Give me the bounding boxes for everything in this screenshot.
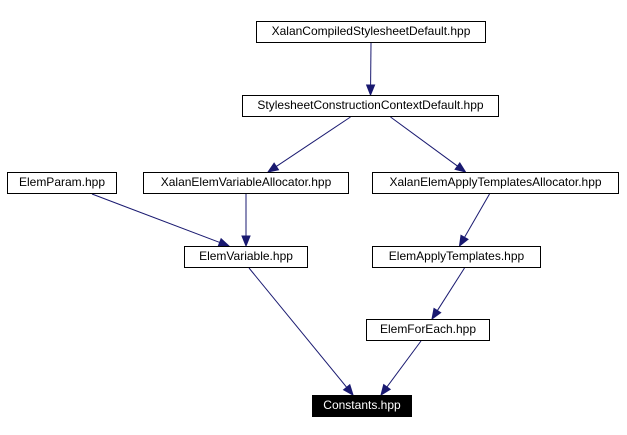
edge-elem_variable-to-constants (248, 267, 348, 388)
edge-arrowhead (380, 383, 392, 397)
edge-arrowhead (454, 162, 467, 173)
node-label: ElemVariable.hpp (199, 249, 293, 263)
node-xalan-elem-apply-templates-allocator[interactable]: XalanElemApplyTemplatesAllocator.hpp (372, 172, 619, 194)
node-label: XalanElemApplyTemplatesAllocator.hpp (389, 175, 602, 189)
edge-arrowhead (266, 162, 280, 173)
node-elem-for-each[interactable]: ElemForEach.hpp (366, 319, 490, 341)
node-elem-param[interactable]: ElemParam.hpp (7, 172, 117, 194)
node-xalan-elem-variable-allocator[interactable]: XalanElemVariableAllocator.hpp (143, 172, 349, 194)
edge-arrowhead (458, 234, 469, 248)
edge-arrowhead (365, 84, 376, 97)
node-elem-apply-templates[interactable]: ElemApplyTemplates.hpp (372, 246, 541, 268)
node-label: Constants.hpp (323, 398, 401, 412)
edge-arrowhead (431, 307, 442, 321)
node-label: XalanCompiledStylesheetDefault.hpp (271, 24, 471, 38)
edge-stylesheet_ctx-to-xalan_apply_alloc (390, 116, 458, 167)
node-label: ElemForEach.hpp (379, 322, 477, 336)
node-xalan-compiled-stylesheet-default[interactable]: XalanCompiledStylesheetDefault.hpp (256, 21, 486, 43)
edge-stylesheet_ctx-to-xalan_var_alloc (276, 116, 351, 167)
node-label: XalanElemVariableAllocator.hpp (160, 175, 332, 189)
node-elem-variable[interactable]: ElemVariable.hpp (184, 246, 308, 268)
node-constants: Constants.hpp (312, 395, 412, 417)
edge-xalan_apply_alloc-to-elem_apply (464, 193, 490, 238)
edge-elem_apply-to-elem_for_each (436, 267, 465, 311)
edge-elem_param-to-elem_variable (91, 193, 220, 243)
node-stylesheet-construction-context-default[interactable]: StylesheetConstructionContextDefault.hpp (242, 95, 499, 117)
node-label: StylesheetConstructionContextDefault.hpp (257, 98, 484, 112)
edge-arrowhead (241, 235, 251, 248)
edge-arrowhead (342, 383, 354, 397)
edge-elem_for_each-to-constants (386, 340, 422, 388)
node-label: ElemApplyTemplates.hpp (388, 249, 525, 263)
node-label: ElemParam.hpp (18, 175, 106, 189)
